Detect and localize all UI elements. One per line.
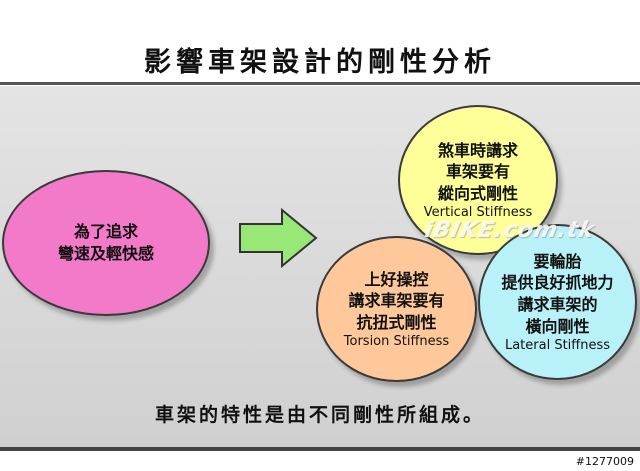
lateral-line-4: 橫向剛性 bbox=[525, 316, 590, 336]
vertical-line-1: 煞車時講求 bbox=[437, 140, 518, 160]
lateral-line-1: 要輪胎 bbox=[533, 251, 582, 271]
vertical-line-3: 縱向式剛性 bbox=[437, 183, 518, 203]
title-divider bbox=[0, 82, 640, 85]
torsion-en-label: Torsion Stiffness bbox=[343, 334, 450, 350]
torsion-line-1: 上好操控 bbox=[364, 269, 429, 289]
page-title: 影響車架設計的剛性分析 bbox=[144, 47, 496, 78]
lateral-line-3: 講求車架的 bbox=[517, 295, 598, 314]
lateral-line-2: 提供良好抓地力 bbox=[501, 273, 614, 293]
site-watermark: iBIKE.com.tk bbox=[422, 218, 598, 243]
conclusion-text: 車架的特性是由不同剛性所組成。 bbox=[154, 404, 485, 426]
right-arrow-icon bbox=[239, 208, 318, 268]
goal-line-2: 彎速及輕快感 bbox=[57, 244, 154, 263]
torsion-line-3: 抗扭式剛性 bbox=[356, 312, 437, 332]
torsion-line-2: 講求車架要有 bbox=[348, 291, 445, 311]
vertical-en-label: Vertical Stiffness bbox=[423, 205, 533, 221]
vertical-line-2: 車架要有 bbox=[445, 162, 510, 182]
goal-line-1: 為了追求 bbox=[73, 222, 138, 242]
torsion-stiffness-bubble: 上好操控 講求車架要有 抗扭式剛性 Torsion Stiffness bbox=[316, 236, 477, 382]
lateral-en-label: Lateral Stiffness bbox=[504, 338, 611, 354]
lateral-stiffness-bubble: 要輪胎 提供良好抓地力 講求車架的 橫向剛性 Lateral Stiffness bbox=[478, 224, 637, 380]
post-id-label: #1277009 bbox=[575, 455, 634, 468]
goal-bubble: 為了追求 彎速及輕快感 bbox=[2, 170, 210, 316]
